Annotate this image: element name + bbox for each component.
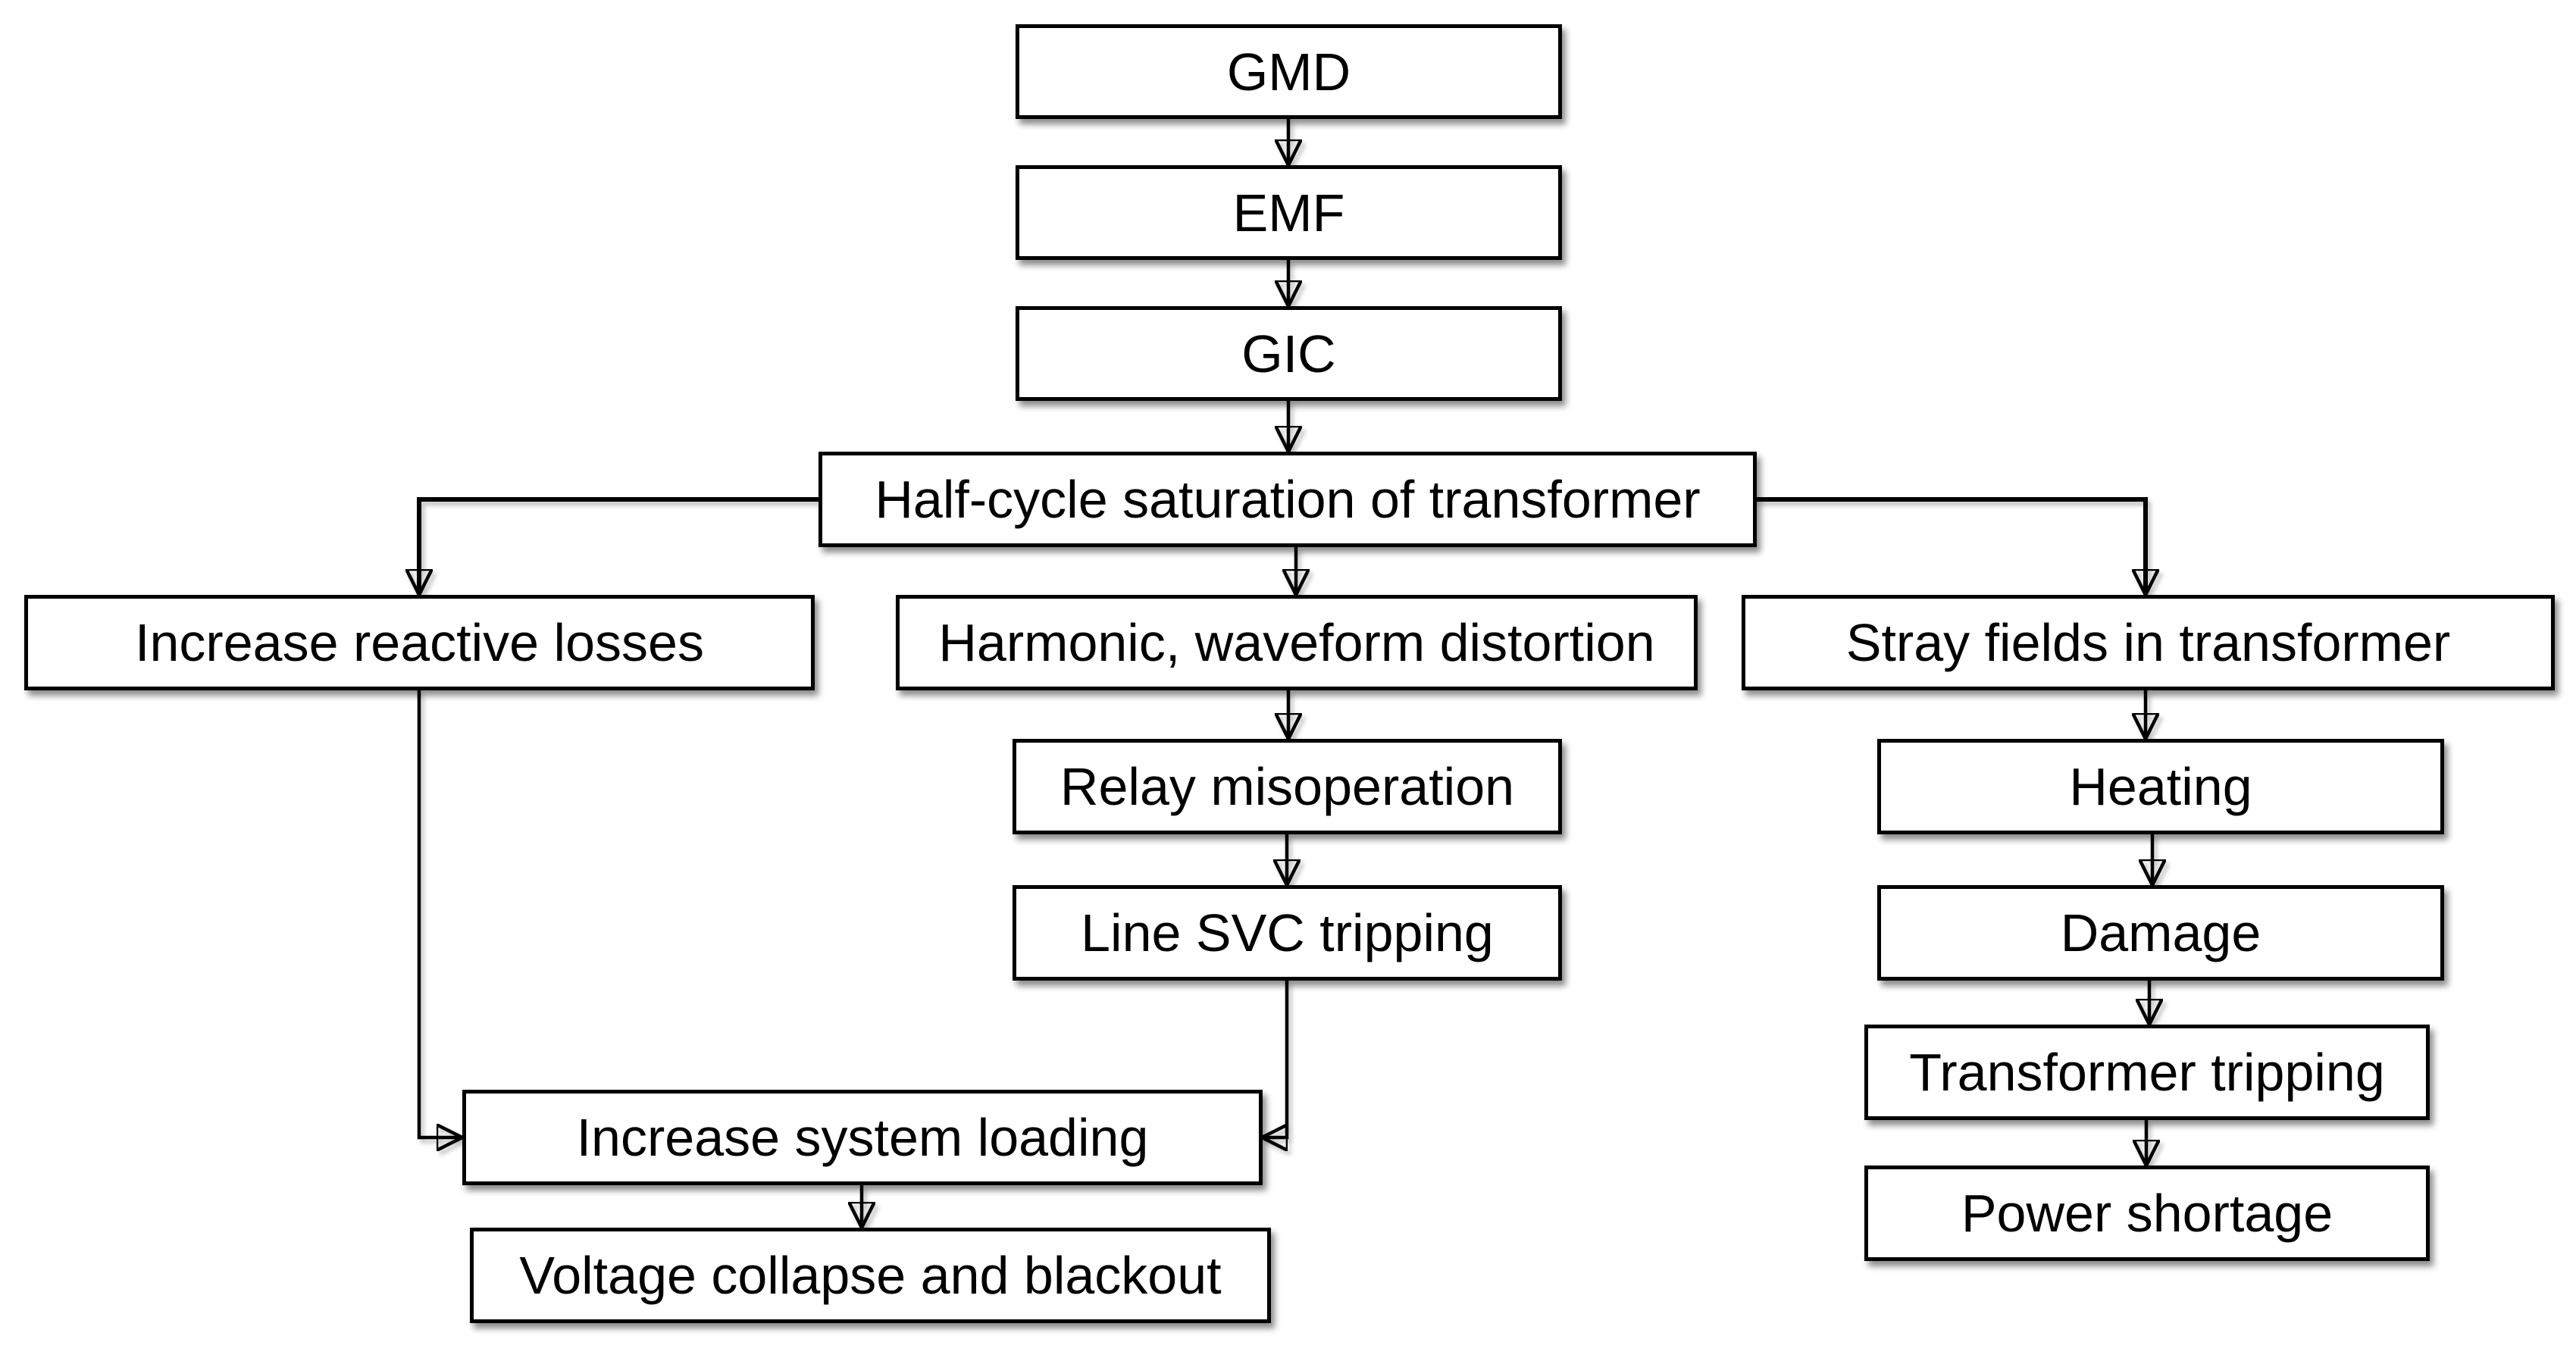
- node-increase-reactive-losses-label: Increase reactive losses: [135, 613, 704, 672]
- node-gmd: GMD: [1016, 24, 1562, 119]
- node-gic-label: GIC: [1241, 324, 1336, 383]
- node-line-svc-tripping: Line SVC tripping: [1013, 885, 1562, 981]
- node-stray-fields-in-transformer-label: Stray fields in transformer: [1845, 613, 2451, 672]
- node-voltage-collapse-blackout: Voltage collapse and blackout: [470, 1228, 1271, 1323]
- node-gmd-label: GMD: [1226, 42, 1351, 102]
- edge-reactive-system-loading: [417, 690, 461, 1137]
- node-power-shortage-label: Power shortage: [1961, 1184, 2333, 1243]
- node-transformer-tripping: Transformer tripping: [1864, 1025, 2430, 1120]
- node-harmonic-waveform-distortion-label: Harmonic, waveform distortion: [938, 613, 1655, 672]
- node-emf: EMF: [1016, 165, 1562, 260]
- node-heating-label: Heating: [2069, 757, 2252, 816]
- edge-line-svc-system-loading: [1263, 981, 1289, 1137]
- node-line-svc-tripping-label: Line SVC tripping: [1081, 903, 1494, 962]
- node-increase-system-loading-label: Increase system loading: [576, 1108, 1149, 1167]
- edge-half-cycle-stray-fields: [1756, 497, 2146, 593]
- node-increase-system-loading: Increase system loading: [462, 1090, 1263, 1185]
- node-relay-misoperation: Relay misoperation: [1013, 739, 1562, 834]
- node-heating: Heating: [1877, 739, 2444, 834]
- node-half-cycle-saturation: Half-cycle saturation of transformer: [818, 452, 1757, 547]
- node-increase-reactive-losses: Increase reactive losses: [24, 595, 815, 690]
- node-relay-misoperation-label: Relay misoperation: [1060, 757, 1515, 816]
- node-harmonic-waveform-distortion: Harmonic, waveform distortion: [896, 595, 1698, 690]
- node-emf-label: EMF: [1232, 183, 1345, 242]
- edge-half-cycle-reactive: [419, 497, 818, 593]
- node-stray-fields-in-transformer: Stray fields in transformer: [1742, 595, 2555, 690]
- node-gic: GIC: [1016, 306, 1562, 401]
- node-damage: Damage: [1877, 885, 2444, 981]
- node-half-cycle-saturation-label: Half-cycle saturation of transformer: [875, 470, 1701, 529]
- node-damage-label: Damage: [2060, 903, 2261, 962]
- node-transformer-tripping-label: Transformer tripping: [1909, 1043, 2385, 1102]
- node-voltage-collapse-blackout-label: Voltage collapse and blackout: [519, 1246, 1222, 1305]
- node-power-shortage: Power shortage: [1864, 1166, 2430, 1261]
